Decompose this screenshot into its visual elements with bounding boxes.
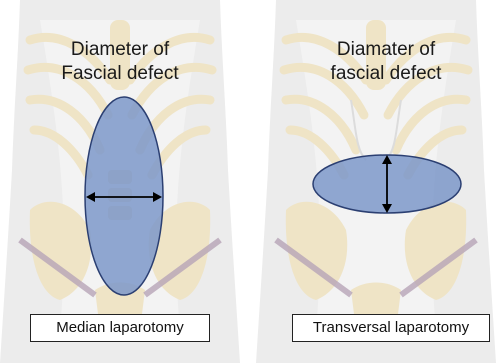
median-laparotomy-label: Median laparotomy	[30, 314, 210, 342]
fascial-defect	[85, 97, 163, 295]
median-laparotomy-panel: Diameter of Fascial defect Median laparo…	[0, 0, 240, 363]
heading-line-1: Diameter of	[0, 38, 240, 62]
heading-line-1: Diamater of	[266, 38, 496, 62]
defect-heading: Diameter of Fascial defect	[0, 38, 240, 86]
defect-heading: Diamater of fascial defect	[266, 38, 496, 86]
heading-line-2: Fascial defect	[0, 62, 240, 86]
transversal-laparotomy-label: Transversal laparotomy	[292, 314, 490, 342]
transversal-laparotomy-panel: Diamater of fascial defect Transversal l…	[256, 0, 496, 363]
heading-line-2: fascial defect	[266, 62, 496, 86]
